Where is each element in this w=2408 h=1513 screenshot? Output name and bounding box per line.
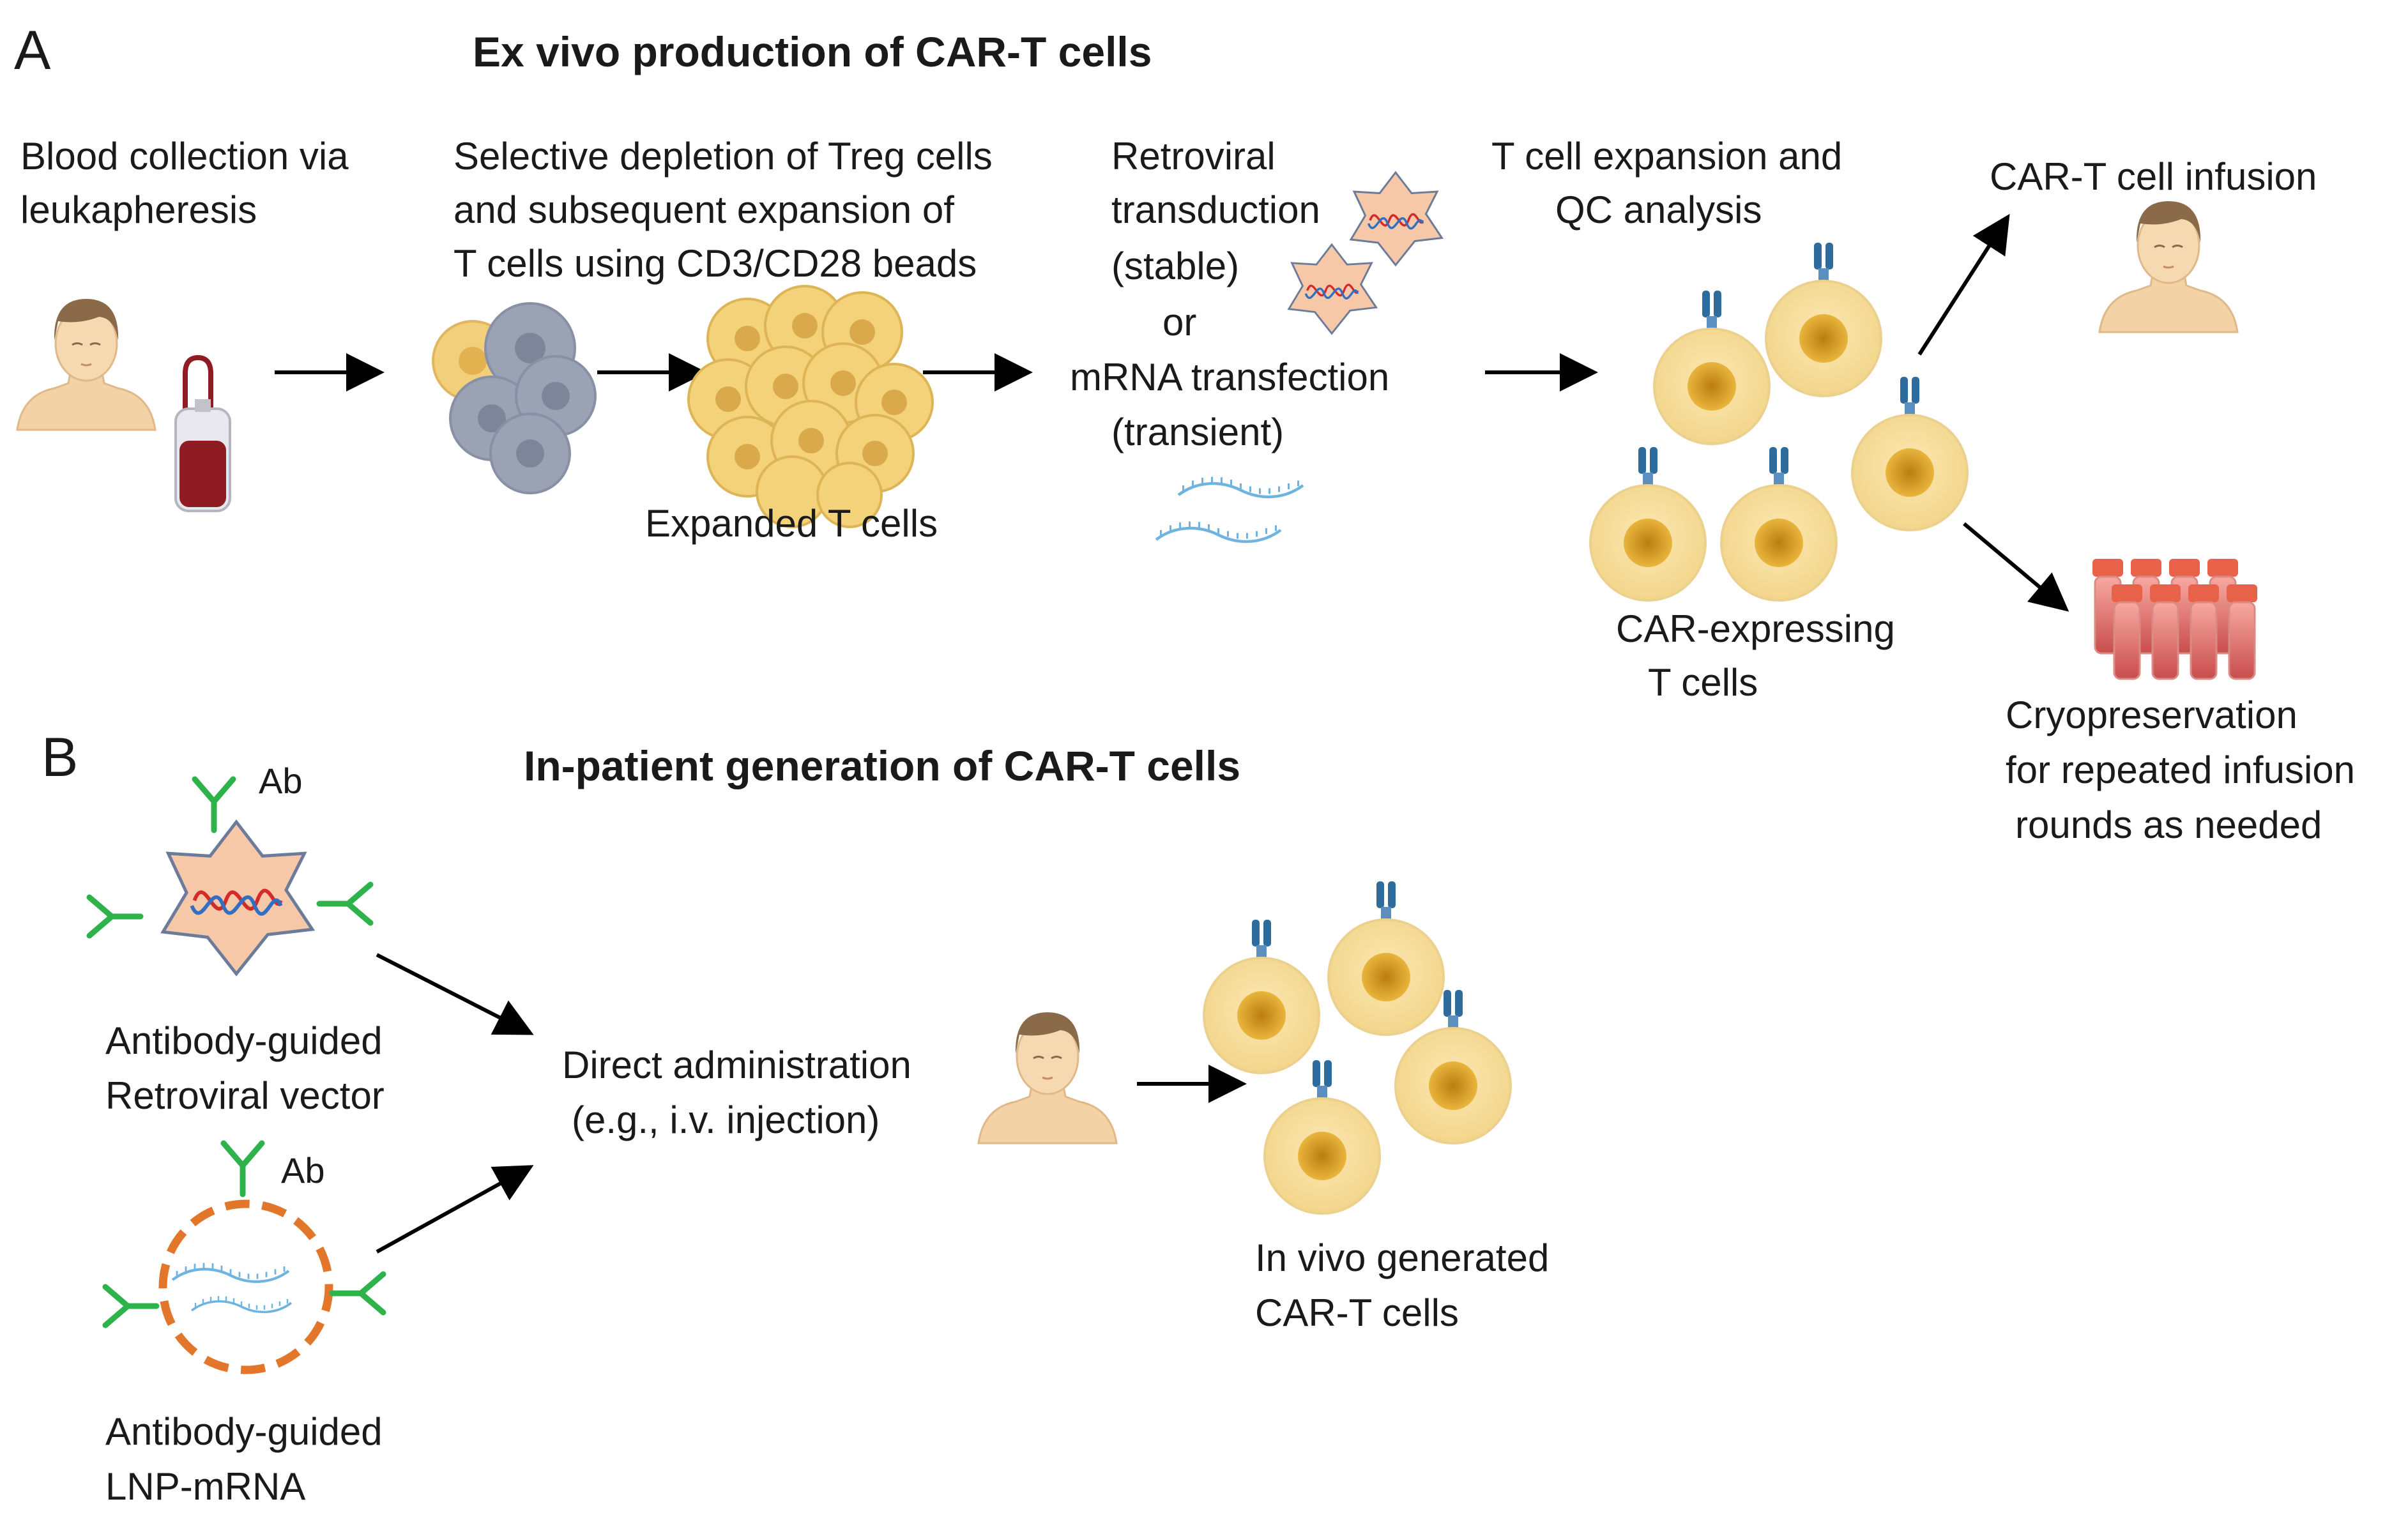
- car-t-cell: [1720, 446, 1838, 602]
- patient-icon: [977, 1011, 1118, 1144]
- panel-b-letter: B: [42, 727, 78, 788]
- retrovirus-icon: [1350, 171, 1444, 266]
- car-t-cell: [1263, 1059, 1381, 1215]
- panel-a-letter: A: [14, 20, 51, 81]
- car-t-cell: [1203, 918, 1320, 1074]
- patient-icon: [2098, 200, 2239, 333]
- arrow-cryo: [1963, 522, 2069, 612]
- car-t-cell: [1851, 376, 1969, 531]
- antibody-label: Ab: [281, 1150, 325, 1190]
- expansion-qc-label: T cell expansion and QC analysis: [1491, 135, 1853, 231]
- transduction-label: Retroviral transduction (stable) or mRNA…: [1070, 135, 1400, 453]
- arrow-vector-to-admin: [376, 953, 534, 1035]
- cryopreservation-label: Cryopreservation for repeated infusion r…: [2006, 694, 2366, 846]
- car-expressing-label: CAR-expressing T cells: [1616, 607, 1906, 704]
- in-vivo-label: In vivo generated CAR-T cells: [1255, 1236, 1560, 1334]
- retroviral-vector-label: Antibody-guided Retroviral vector: [105, 1019, 393, 1117]
- antibody-lnp-mrna-icon: [105, 1143, 383, 1374]
- expanded-t-cell-nuclei: [715, 313, 907, 469]
- retrovirus-icon: [1288, 243, 1378, 335]
- antibody-retroviral-vector-icon: [89, 779, 370, 974]
- panel-b-title: In-patient generation of CAR-T cells: [524, 742, 1240, 789]
- car-t-cell: [1653, 289, 1771, 445]
- infusion-label: CAR-T cell infusion: [1990, 155, 2317, 198]
- mrna-icon: [1178, 477, 1303, 497]
- arrow-lnp-to-admin: [376, 1165, 534, 1254]
- direct-administration-label: Direct administration (e.g., i.v. inject…: [562, 1044, 922, 1141]
- lnp-mrna-label: Antibody-guided LNP-mRNA: [105, 1410, 393, 1508]
- car-t-cell: [1327, 880, 1445, 1036]
- car-t-cell: [1765, 241, 1882, 397]
- car-t-cell: [1589, 446, 1707, 602]
- cryo-vials-icon: [2091, 558, 2259, 680]
- treg-depletion-label: Selective depletion of Treg cells and su…: [453, 135, 1003, 285]
- arrow-infusion: [1917, 213, 2010, 356]
- patient-icon: [16, 298, 156, 431]
- expanded-t-cells-label: Expanded T cells: [645, 502, 938, 545]
- treg-cell-cluster: [432, 302, 597, 494]
- blood-collection-label: Blood collection via leukapheresis: [20, 135, 359, 231]
- panel-a-title: Ex vivo production of CAR-T cells: [473, 28, 1152, 75]
- antibody-label: Ab: [259, 761, 303, 801]
- mrna-icon: [1156, 522, 1281, 542]
- blood-bag-icon: [174, 354, 231, 512]
